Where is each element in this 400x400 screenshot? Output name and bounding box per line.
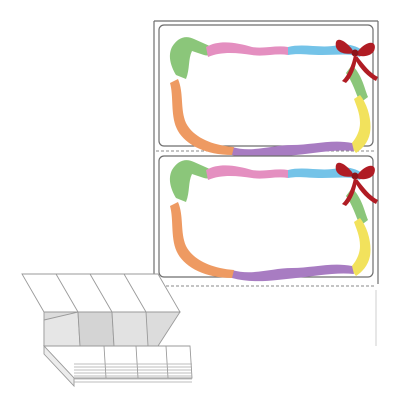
fanfold-stack-icon: [21, 273, 193, 388]
label-2: [158, 155, 378, 282]
label-1: [158, 24, 378, 159]
